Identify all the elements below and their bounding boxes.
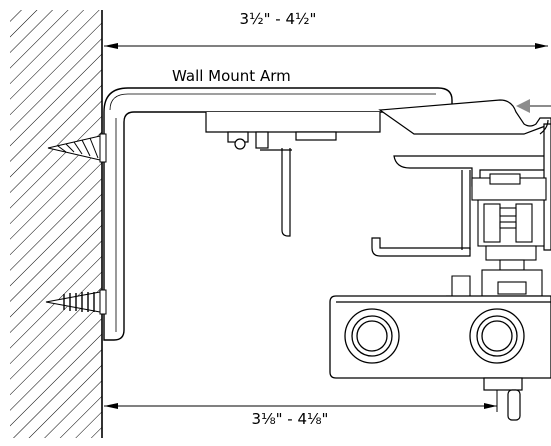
mounting-hole-left <box>344 308 400 364</box>
bottom-dimension-label: 3⅛" - 4⅛" <box>252 410 329 428</box>
curtain-track-rail <box>371 99 551 257</box>
top-dimension-line <box>104 43 548 49</box>
direction-arrow-icon <box>516 99 551 113</box>
wall-section <box>10 10 103 438</box>
mounting-hole-right <box>469 308 525 364</box>
upper-screw <box>47 133 107 163</box>
lower-screw <box>45 289 107 315</box>
top-dimension-label: 3½" - 4½" <box>240 10 317 28</box>
pin-post <box>483 377 523 421</box>
bracket-clamp <box>205 112 381 237</box>
carrier-assembly <box>446 173 547 297</box>
wall-mount-arm-label: Wall Mount Arm <box>172 67 291 85</box>
